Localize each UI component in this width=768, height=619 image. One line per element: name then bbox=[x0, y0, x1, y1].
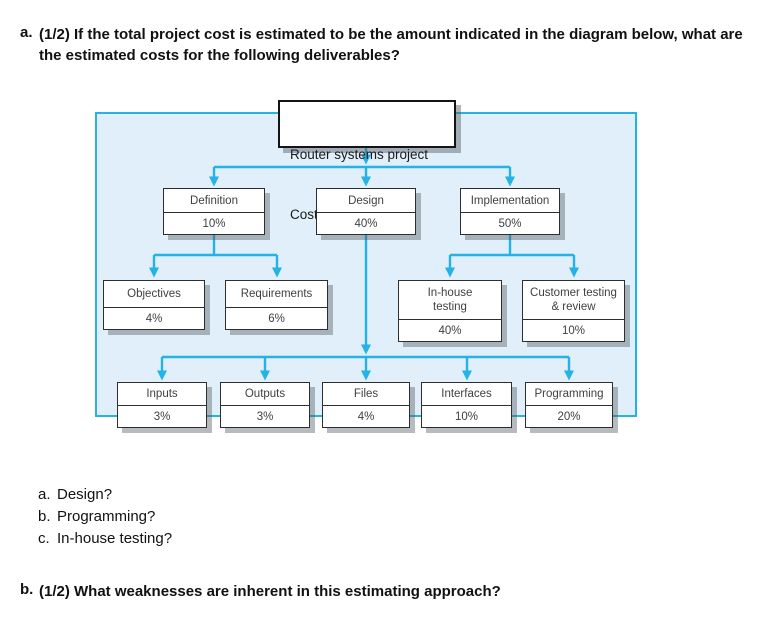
wbs-box-programming-pct: 20% bbox=[526, 405, 612, 427]
wbs-box-inputs-title: Inputs bbox=[146, 388, 178, 400]
question-a: a. (1/2) If the total project cost is es… bbox=[20, 24, 745, 66]
wbs-box-objectives-pct: 4% bbox=[104, 307, 204, 329]
wbs-box-design-title: Design bbox=[348, 194, 384, 207]
wbs-box-inhouse-testing-title: In-house testing bbox=[427, 287, 473, 313]
wbs-box-inhouse-testing: In-house testing 40% bbox=[398, 280, 502, 342]
wbs-root-title: Router systems project bbox=[290, 147, 429, 162]
wbs-box-interfaces: Interfaces 10% bbox=[421, 382, 512, 428]
wbs-box-inputs-pct: 3% bbox=[118, 405, 206, 427]
list-item-design-label: a. bbox=[38, 486, 51, 503]
wbs-box-files-title: Files bbox=[353, 388, 379, 400]
wbs-box-interfaces-title: Interfaces bbox=[441, 388, 492, 400]
question-b-label: b. bbox=[20, 581, 34, 598]
wbs-box-implementation-pct: 50% bbox=[461, 212, 559, 234]
wbs-root-box: Router systems project Cost: $800,000 bbox=[278, 100, 456, 222]
list-item-inhouse-testing: c. In-house testing? bbox=[38, 530, 172, 547]
wbs-box-interfaces-pct: 10% bbox=[422, 405, 511, 427]
wbs-box-outputs: Outputs 3% bbox=[220, 382, 310, 428]
wbs-box-outputs-pct: 3% bbox=[221, 405, 309, 427]
wbs-box-definition-pct: 10% bbox=[164, 212, 264, 234]
wbs-box-requirements-pct: 6% bbox=[226, 307, 327, 329]
wbs-box-customer-testing: Customer testing & review 10% bbox=[522, 280, 625, 342]
question-b-text: (1/2) What weaknesses are inherent in th… bbox=[39, 583, 501, 600]
question-a-label: a. bbox=[20, 24, 33, 41]
wbs-box-implementation: Implementation 50% bbox=[460, 188, 560, 235]
wbs-box-customer-testing-title: Customer testing & review bbox=[530, 287, 617, 313]
wbs-box-customer-testing-pct: 10% bbox=[523, 319, 624, 341]
wbs-box-definition-title: Definition bbox=[190, 194, 238, 207]
wbs-box-objectives: Objectives 4% bbox=[103, 280, 205, 330]
list-item-programming-text: Programming? bbox=[57, 508, 156, 525]
question-b: b. (1/2) What weaknesses are inherent in… bbox=[20, 581, 745, 602]
list-item-programming: b. Programming? bbox=[38, 508, 172, 525]
wbs-box-files-pct: 4% bbox=[323, 405, 409, 427]
list-item-inhouse-testing-label: c. bbox=[38, 530, 50, 547]
wbs-box-programming: Programming 20% bbox=[525, 382, 613, 428]
wbs-box-objectives-title: Objectives bbox=[127, 288, 181, 300]
wbs-box-inputs: Inputs 3% bbox=[117, 382, 207, 428]
wbs-box-definition: Definition 10% bbox=[163, 188, 265, 235]
list-item-design-text: Design? bbox=[57, 486, 113, 503]
deliverables-list: a. Design? b. Programming? c. In-house t… bbox=[38, 486, 172, 552]
wbs-box-inhouse-testing-pct: 40% bbox=[399, 319, 501, 341]
list-item-programming-label: b. bbox=[38, 508, 51, 525]
wbs-box-implementation-title: Implementation bbox=[470, 194, 550, 207]
wbs-box-design: Design 40% bbox=[316, 188, 416, 235]
wbs-box-requirements: Requirements 6% bbox=[225, 280, 328, 330]
wbs-box-outputs-title: Outputs bbox=[244, 388, 286, 400]
wbs-box-files: Files 4% bbox=[322, 382, 410, 428]
question-a-text: (1/2) If the total project cost is estim… bbox=[39, 26, 743, 64]
list-item-inhouse-testing-text: In-house testing? bbox=[57, 530, 173, 547]
wbs-box-programming-title: Programming bbox=[534, 388, 604, 400]
list-item-design: a. Design? bbox=[38, 486, 172, 503]
wbs-box-requirements-title: Requirements bbox=[240, 288, 313, 300]
wbs-box-design-pct: 40% bbox=[317, 212, 415, 234]
